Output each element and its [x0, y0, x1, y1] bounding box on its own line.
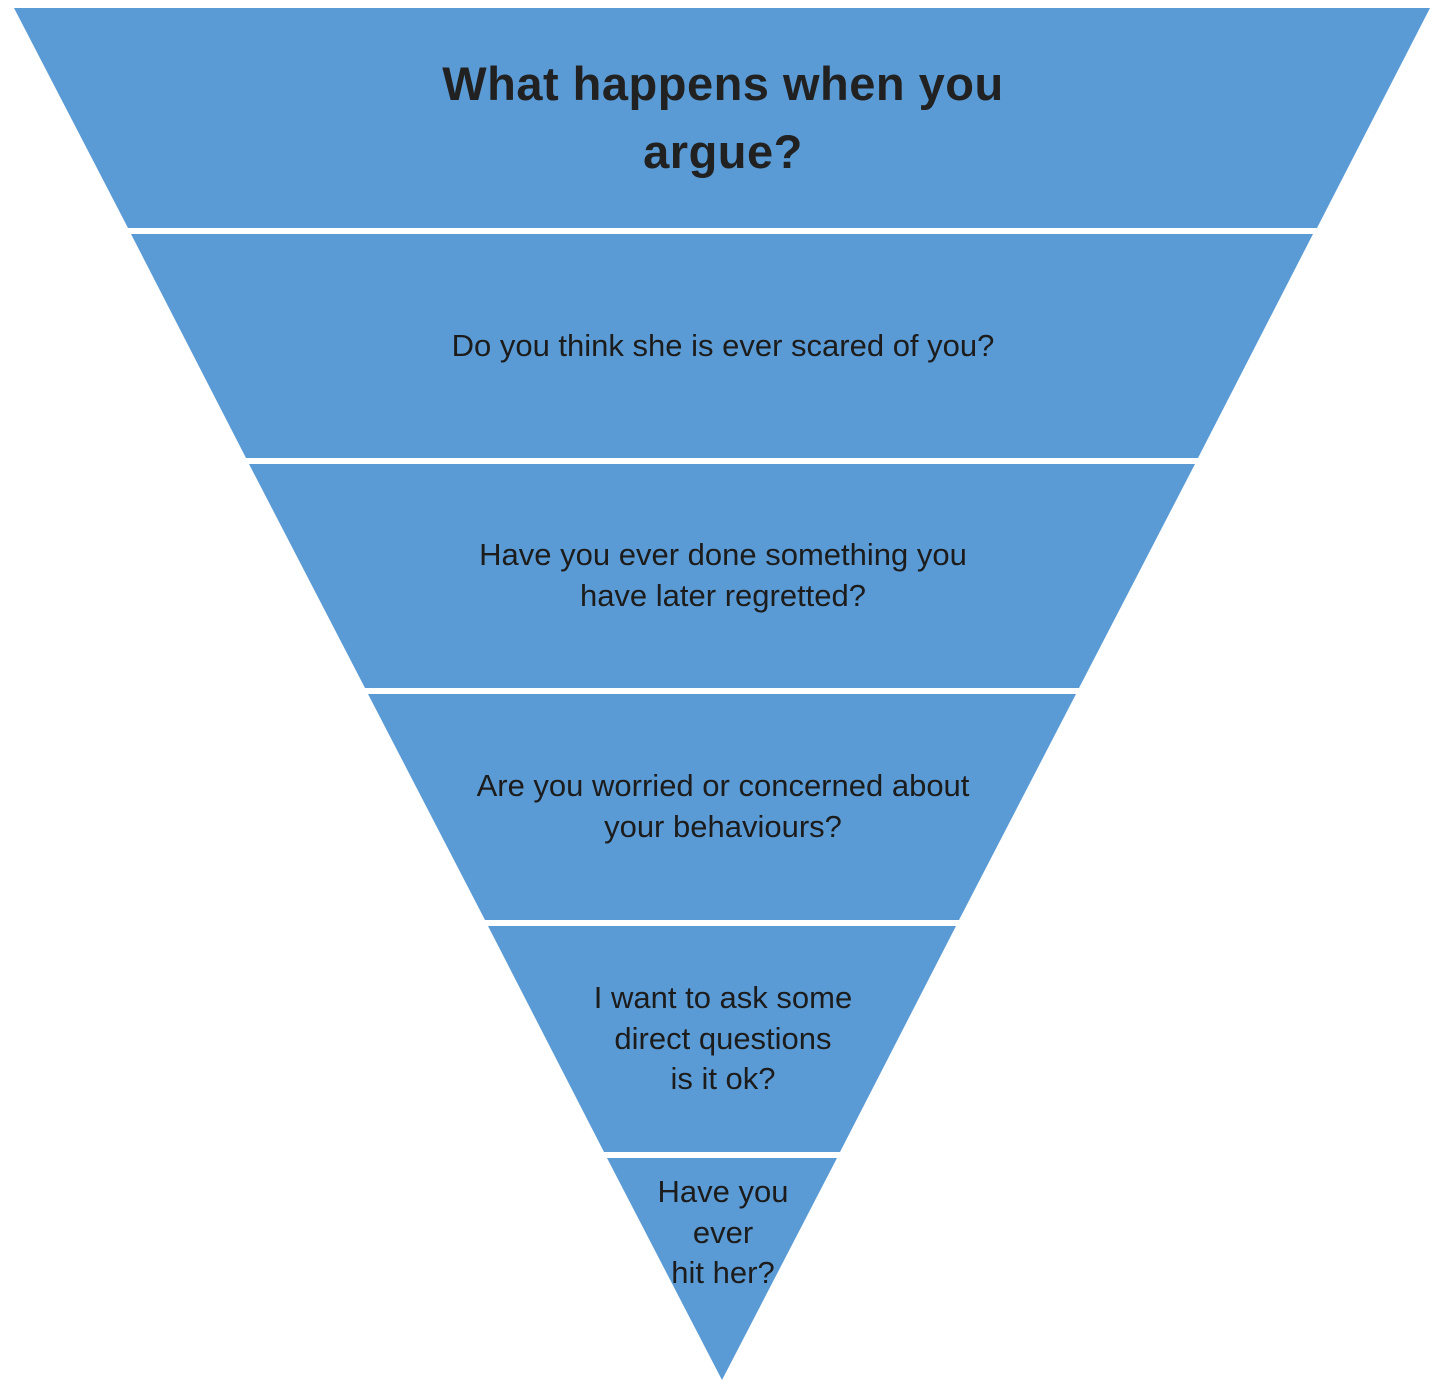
tier-shape-6 — [607, 1158, 837, 1380]
tier-shape-5 — [488, 926, 956, 1152]
tier-shape-1 — [14, 8, 1430, 228]
tier-shape-2 — [131, 234, 1313, 458]
tier-shape-3 — [249, 464, 1195, 688]
tier-shape-4 — [368, 694, 1076, 920]
